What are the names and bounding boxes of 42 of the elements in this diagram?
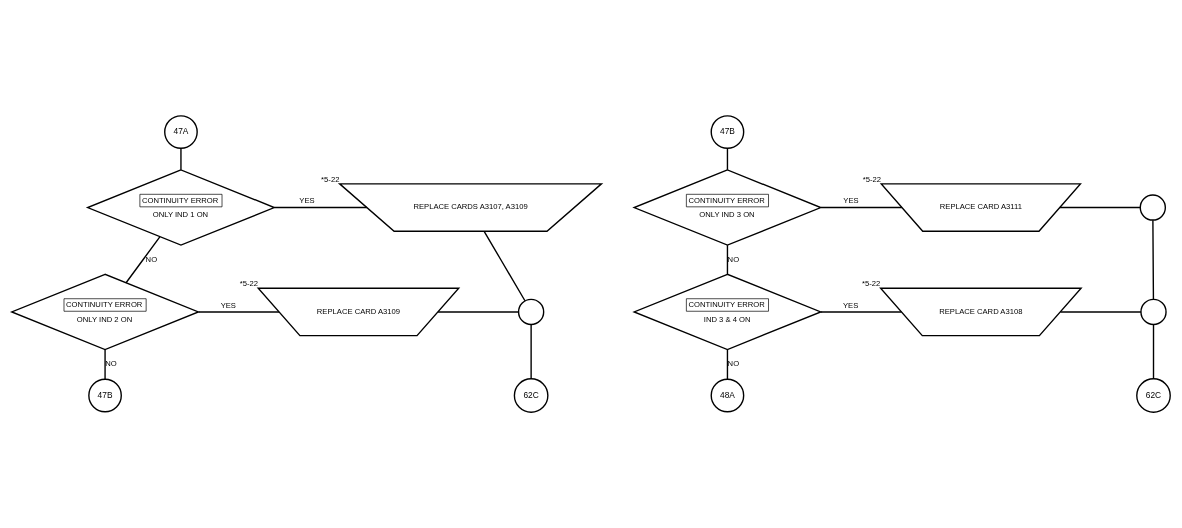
node-circle bbox=[1139, 194, 1167, 221]
edge-label: NO bbox=[727, 254, 740, 264]
node-diamond: CONTINUITY ERROR IND 3 & 4 ON bbox=[632, 273, 823, 351]
connector bbox=[273, 206, 368, 209]
edge-label: YES bbox=[843, 196, 859, 206]
connector bbox=[1059, 311, 1142, 313]
connector bbox=[820, 206, 903, 209]
connector bbox=[820, 311, 903, 313]
connector bbox=[726, 244, 729, 275]
node-label: *5-22 bbox=[862, 279, 881, 289]
connector bbox=[1059, 206, 1141, 209]
connector bbox=[180, 147, 182, 171]
connector bbox=[530, 323, 532, 380]
node-diamond: CONTINUITY ERROR ONLY IND 1 ON bbox=[85, 169, 277, 246]
connector bbox=[125, 236, 161, 284]
edge-label: YES bbox=[299, 196, 315, 206]
connector bbox=[483, 230, 526, 302]
connector bbox=[104, 348, 106, 380]
node-circle: 47B bbox=[88, 378, 122, 413]
node-circle: 62C bbox=[1136, 378, 1171, 413]
connector bbox=[1152, 219, 1155, 300]
node-circle bbox=[1140, 298, 1167, 326]
connector bbox=[726, 348, 729, 380]
edge-label: YES bbox=[220, 300, 236, 310]
node-label: *5-22 bbox=[862, 174, 882, 184]
connector bbox=[726, 147, 729, 171]
edge-label: YES bbox=[843, 300, 859, 310]
node-circle: 47A bbox=[164, 115, 198, 149]
edge-label: NO bbox=[145, 254, 158, 264]
edge-label: NO bbox=[105, 359, 117, 369]
connector bbox=[1152, 323, 1155, 380]
node-circle: 47B bbox=[710, 115, 745, 149]
node-diamond: CONTINUITY ERROR ONLY IND 3 ON bbox=[632, 169, 823, 246]
node-diamond: CONTINUITY ERROR ONLY IND 2 ON bbox=[9, 273, 201, 351]
edge-label: NO bbox=[727, 359, 740, 369]
node-label: *5-22 bbox=[321, 174, 340, 184]
node-circle bbox=[517, 298, 545, 326]
node-circle: 62C bbox=[513, 378, 549, 413]
node-circle: 48A bbox=[710, 378, 745, 413]
node-label: *5-22 bbox=[239, 279, 258, 289]
connector bbox=[197, 311, 280, 313]
connector bbox=[437, 311, 520, 313]
